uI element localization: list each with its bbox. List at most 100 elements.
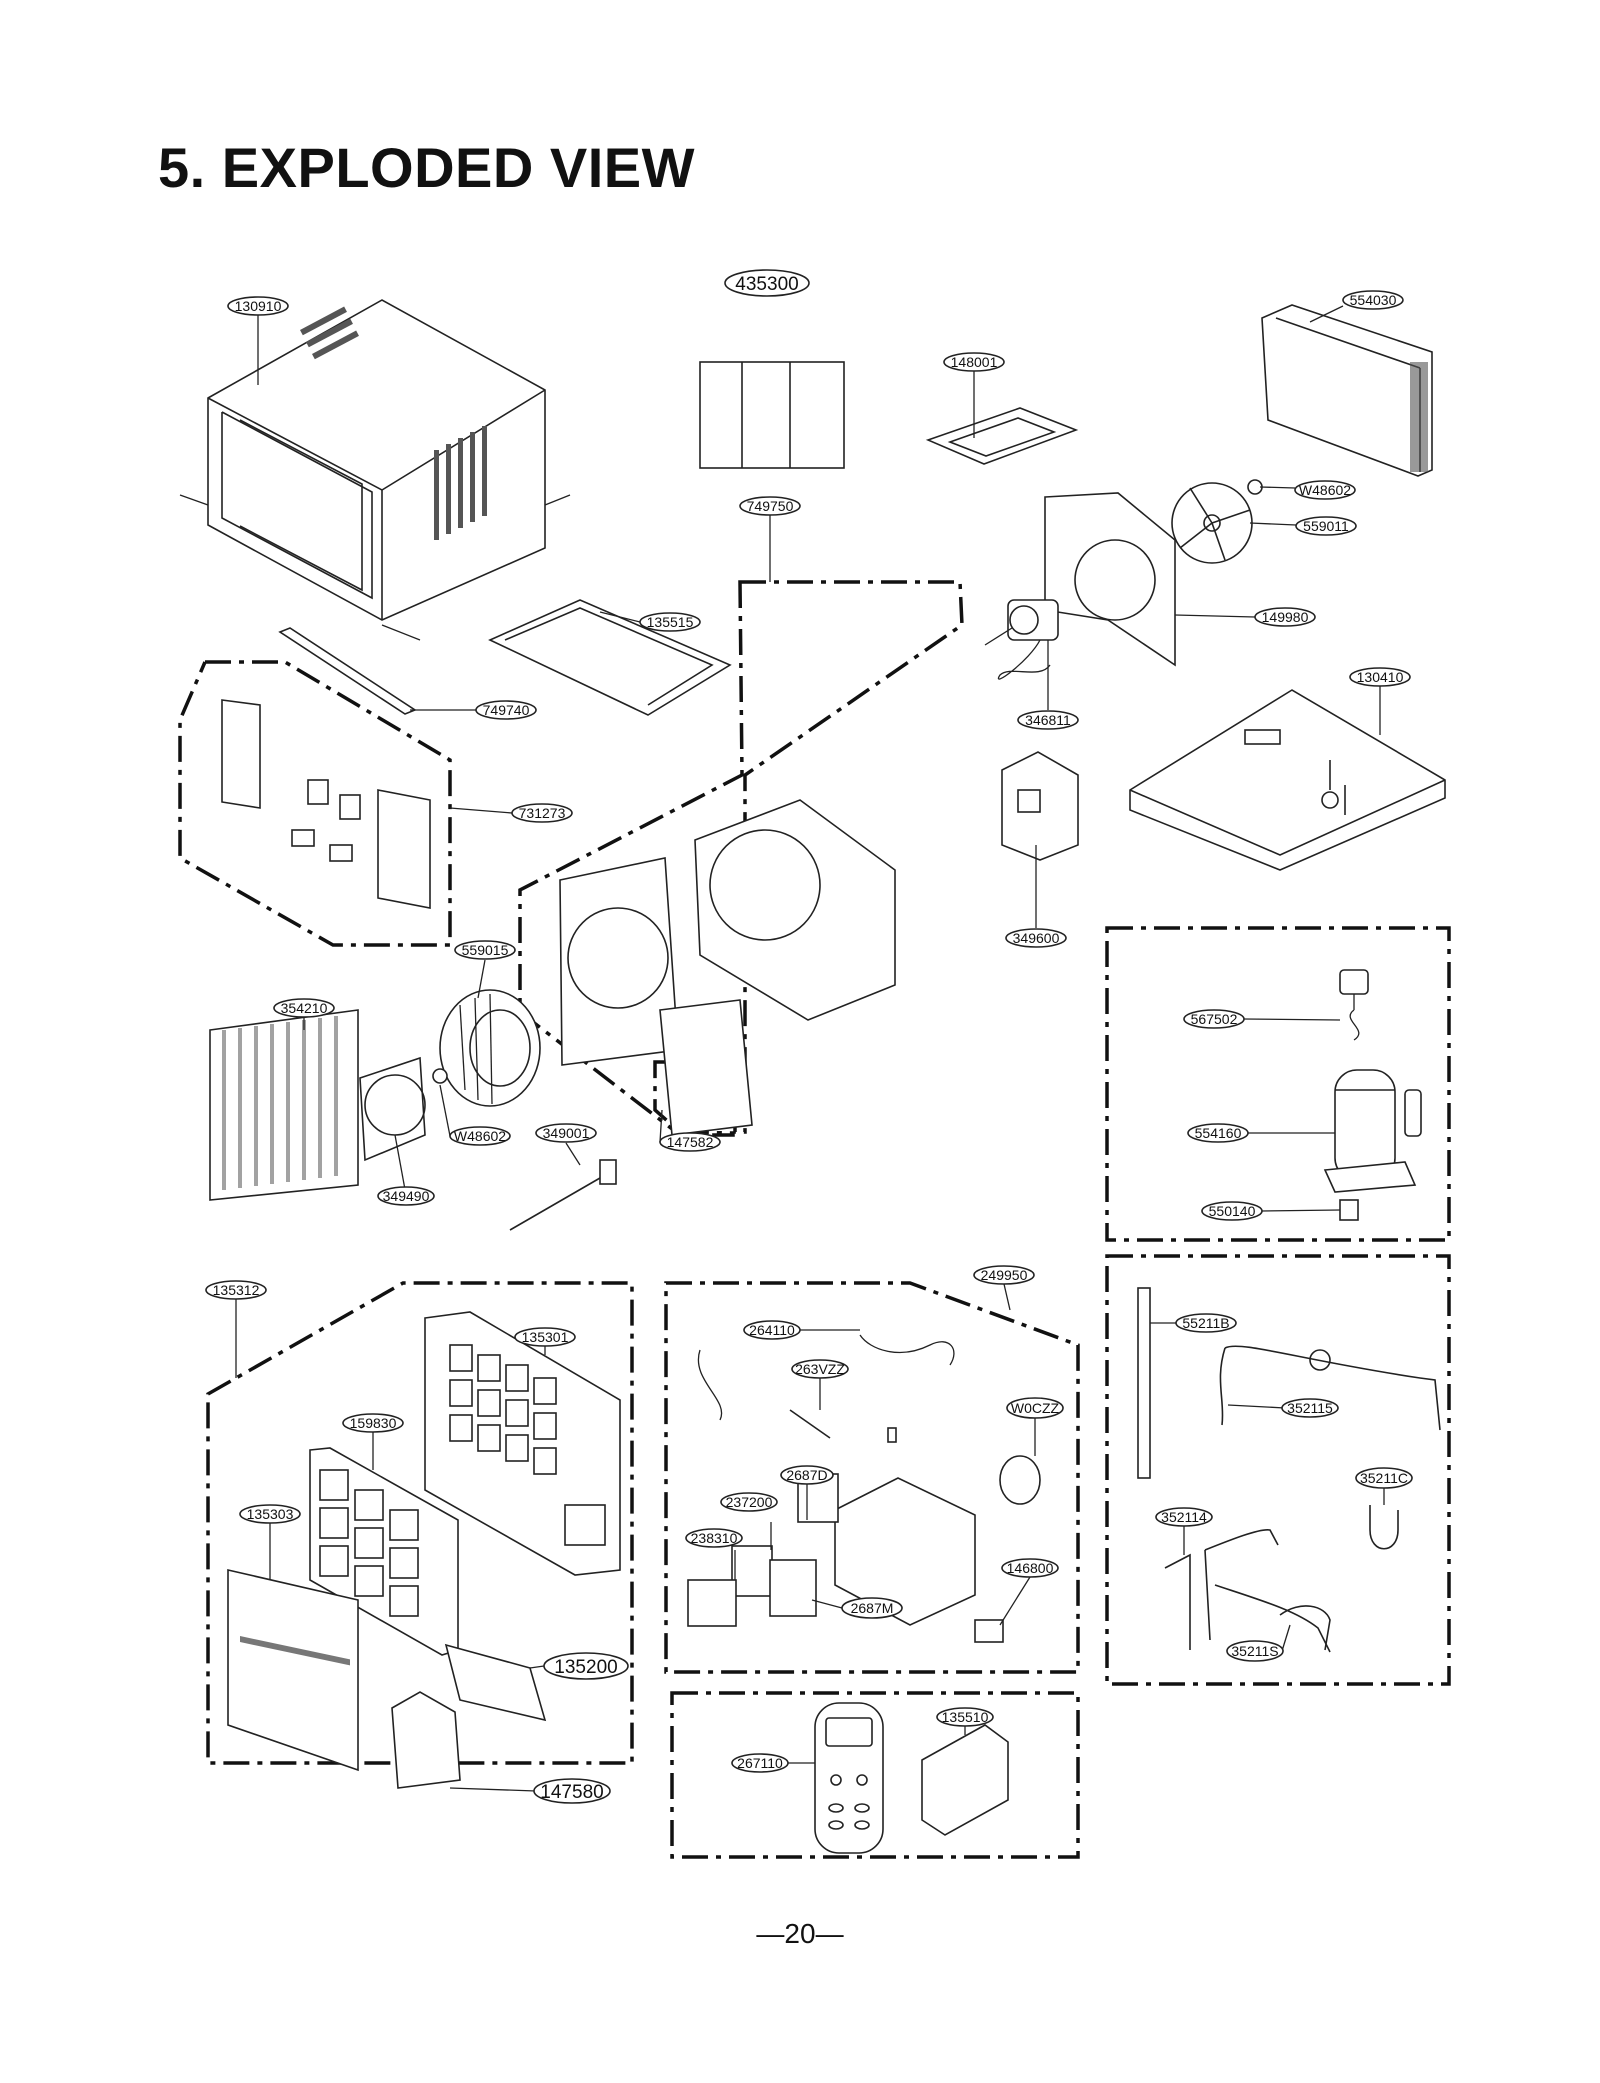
svg-text:349001: 349001 (543, 1125, 590, 1141)
group-outline-control-box (664, 1281, 1080, 1674)
label-159830: 159830 (342, 1413, 404, 1433)
svg-text:267110: 267110 (737, 1755, 783, 1771)
label-349001: 349001 (535, 1123, 597, 1143)
label-W0CZZ: W0CZZ (1006, 1397, 1064, 1419)
svg-text:567502: 567502 (1191, 1011, 1238, 1027)
svg-text:237200: 237200 (726, 1494, 773, 1510)
svg-text:147580: 147580 (540, 1782, 603, 1803)
label-W48602-top: W48602 (1294, 480, 1356, 500)
svg-text:147582: 147582 (667, 1134, 714, 1150)
compressor-part (1323, 969, 1422, 1221)
svg-text:352114: 352114 (1161, 1509, 1207, 1525)
label-559015: 559015 (454, 940, 516, 960)
label-352114: 352114 (1155, 1507, 1213, 1527)
louver-part (391, 1691, 461, 1789)
svg-text:135301: 135301 (522, 1329, 569, 1345)
svg-text:35211C: 35211C (1360, 1470, 1408, 1486)
svg-text:135200: 135200 (554, 1657, 617, 1678)
base-pan-part (1129, 689, 1446, 871)
label-749750: 749750 (739, 496, 801, 516)
group-outline-indoor-fan (518, 580, 964, 1137)
label-135301: 135301 (514, 1327, 576, 1347)
label-2687M: 2687M (841, 1597, 903, 1619)
page-title: 5. EXPLODED VIEW (158, 136, 695, 199)
drain-shaft-part (509, 1159, 617, 1231)
svg-text:263VZZ: 263VZZ (795, 1361, 845, 1377)
svg-text:550140: 550140 (1209, 1203, 1256, 1219)
label-35211S: 35211S (1226, 1640, 1284, 1662)
svg-text:349600: 349600 (1013, 930, 1060, 946)
svg-text:2687D: 2687D (786, 1467, 827, 1483)
label-554160: 554160 (1187, 1123, 1249, 1143)
svg-text:264110: 264110 (749, 1322, 795, 1338)
svg-text:130410: 130410 (1357, 669, 1404, 685)
label-135510: 135510 (936, 1707, 994, 1727)
svg-text:749740: 749740 (483, 702, 530, 718)
group-outlines (178, 580, 1451, 1859)
evaporator-part (209, 1009, 359, 1201)
label-135303: 135303 (239, 1504, 301, 1524)
group-outline-remote (670, 1691, 1080, 1859)
svg-text:W0CZZ: W0CZZ (1011, 1400, 1060, 1416)
group-outline-front-grille (206, 1281, 634, 1765)
scroll-housing-part (559, 799, 896, 1136)
motor-bracket-part (925, 407, 1079, 465)
svg-text:435300: 435300 (735, 274, 798, 295)
label-354210: 354210 (273, 998, 335, 1018)
svg-text:130910: 130910 (235, 298, 282, 314)
control-box-parts (687, 1334, 1041, 1643)
label-130910: 130910 (227, 296, 289, 316)
air-guide-part (488, 599, 732, 716)
cabinet-part (179, 299, 571, 641)
svg-text:135510: 135510 (942, 1709, 989, 1725)
label-435300: 435300 (724, 269, 810, 297)
orifice-ring-part (359, 1056, 448, 1162)
leader-lines (235, 305, 1385, 1792)
svg-text:238310: 238310 (691, 1530, 738, 1546)
svg-text:554160: 554160 (1195, 1125, 1242, 1141)
svg-text:559015: 559015 (462, 942, 509, 958)
front-grille-part (227, 1568, 359, 1772)
label-349600: 349600 (1005, 928, 1067, 948)
svg-text:352115: 352115 (1287, 1400, 1333, 1416)
remote-control-part (814, 1702, 884, 1854)
condenser-part (1261, 304, 1433, 477)
label-352115: 352115 (1281, 1398, 1339, 1418)
label-731273: 731273 (511, 803, 573, 823)
svg-text:W48602: W48602 (454, 1128, 506, 1144)
label-135312: 135312 (205, 1280, 267, 1300)
svg-text:148001: 148001 (951, 354, 998, 370)
label-130410: 130410 (1349, 667, 1411, 687)
svg-text:135312: 135312 (213, 1282, 260, 1298)
label-55211B: 55211B (1175, 1313, 1237, 1333)
svg-text:W48602: W48602 (1299, 482, 1351, 498)
label-135200: 135200 (543, 1652, 629, 1680)
label-559011: 559011 (1295, 516, 1357, 536)
label-264110: 264110 (743, 1320, 801, 1340)
label-267110: 267110 (731, 1753, 789, 1773)
label-148001: 148001 (943, 352, 1005, 372)
front-panel-part (424, 1311, 621, 1576)
svg-text:554030: 554030 (1350, 292, 1397, 308)
svg-text:149980: 149980 (1262, 609, 1309, 625)
label-550140: 550140 (1201, 1201, 1263, 1221)
label-567502: 567502 (1183, 1009, 1245, 1029)
svg-text:749750: 749750 (747, 498, 794, 514)
label-2687D: 2687D (780, 1465, 834, 1485)
label-35211C: 35211C (1355, 1467, 1413, 1489)
group-outline-refrigerant-tubes (1105, 1254, 1451, 1686)
control-bracket-part (1001, 751, 1079, 861)
filter-part (699, 361, 845, 469)
svg-text:135303: 135303 (247, 1506, 294, 1522)
svg-text:731273: 731273 (519, 805, 566, 821)
svg-text:135515: 135515 (647, 614, 694, 630)
label-146800: 146800 (1001, 1558, 1059, 1578)
refrigerant-tubes-parts (1137, 1287, 1441, 1653)
label-349490: 349490 (377, 1186, 435, 1206)
group-outline-side-curtain (178, 660, 452, 947)
svg-text:55211B: 55211B (1182, 1315, 1229, 1331)
group-outline-compressor (1105, 926, 1451, 1242)
label-237200: 237200 (720, 1492, 778, 1512)
label-149980: 149980 (1254, 607, 1316, 627)
page-number: —20— (756, 1918, 844, 1949)
